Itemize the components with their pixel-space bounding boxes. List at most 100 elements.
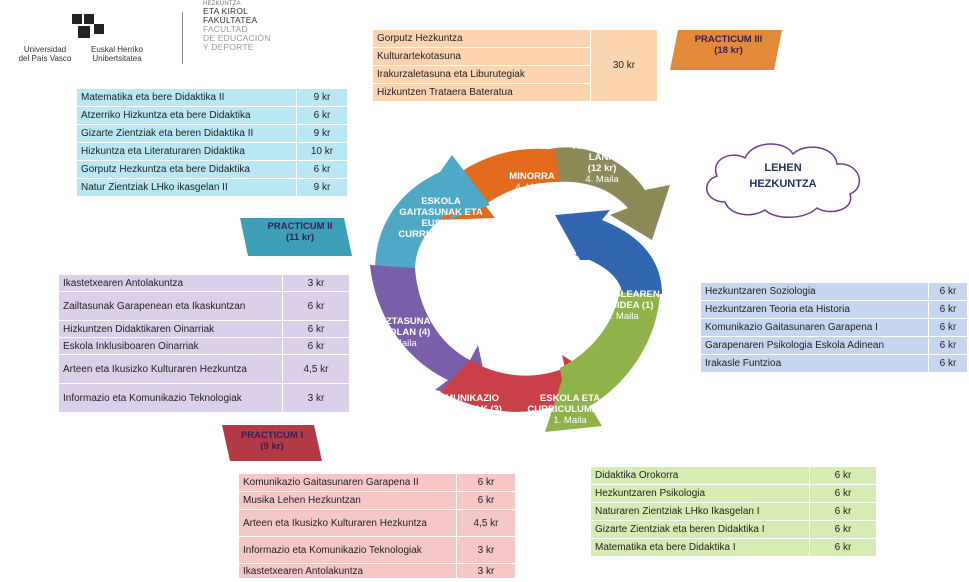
table-row: Arteen eta Ikusizko Kulturaren Hezkuntza… — [58, 354, 350, 384]
practicum-3-credits: (18 kr) — [714, 45, 743, 56]
practicum-1-label: PRACTICUM I (9 kr) — [226, 430, 318, 452]
faculty-eu-line0: HEZKUNTZA — [203, 1, 241, 7]
table-row: Gorputz Hezkuntza 30 kr — [372, 29, 658, 102]
course-name: Irakurzaletasuna eta Liburutegiak — [372, 65, 591, 84]
course-name: Didaktika Orokorra — [590, 466, 810, 485]
gaitasunak-l2: GAITASUNAK ETA — [399, 207, 483, 218]
course-credits: 30 kr — [590, 29, 658, 102]
course-name: Arteen eta Ikusizko Kulturaren Hezkuntza — [238, 509, 457, 537]
label-gaitasunak: ESKOLA GAITASUNAK ETA EUSKAL CURRICULUMA… — [396, 196, 486, 251]
course-name: Gorputz Hezkuntza — [372, 29, 591, 48]
logo-left-line1: Universidad — [23, 45, 67, 54]
gradu-l3: (12 kr) — [587, 163, 617, 174]
course-name: Ikastetxearen Antolakuntza — [58, 274, 283, 292]
faculty-eu-line2: FAKULTATEA — [203, 15, 258, 25]
minorra-l1: MINORRA — [509, 171, 555, 182]
course-credits: 6 kr — [809, 466, 877, 485]
label-eskola: ESKOLA ETA CURRICULUMA (2) 1. Maila — [525, 393, 615, 426]
irakaslearen-l2: LANBIDEA (1) — [590, 300, 654, 311]
course-name: Matematika eta bere Didaktika II — [76, 88, 297, 107]
practicum-2-credits: (11 kr) — [286, 232, 314, 243]
table-row: Arteen eta Ikusizko Kulturaren Hezkuntza… — [238, 509, 516, 537]
course-credits: 6 kr — [809, 502, 877, 521]
practicum-3-shape — [670, 30, 782, 70]
course-credits: 6 kr — [456, 473, 516, 492]
eskola-sub: 1. Maila — [553, 415, 587, 426]
cloud-line2: HEZKUNTZA — [749, 178, 817, 190]
gaitasunak-sub: 3. Maila — [424, 240, 458, 251]
course-name: Komunikazio Gaitasunaren Garapena I — [700, 318, 929, 337]
label-irakaslearen: IRAKASLEAREN LANBIDEA (1) 1. Maila — [577, 289, 667, 322]
university-emblem-icon — [72, 14, 104, 38]
course-name: Eskola Inklusiboaren Oinarriak — [58, 337, 283, 355]
practicum-2-title: PRACTICUM II — [267, 221, 333, 232]
komunikazio-l1: KOMUNIKAZIO — [430, 393, 500, 404]
course-credits: 6 kr — [809, 484, 877, 503]
practicum-3-label: PRACTICUM III (18 kr) — [676, 34, 781, 56]
course-credits: 6 kr — [282, 291, 350, 321]
practicum-3-title: PRACTICUM III — [694, 34, 763, 45]
aniztasuna-l2: ESKOLAN (4) — [369, 327, 431, 338]
faculty-eu-line1: ETA KIROL — [203, 6, 249, 16]
course-name: Matematika eta bere Didaktika I — [590, 538, 810, 557]
faculty-name: HEZKUNTZA ETA KIROL FAKULTATEA FACULTAD … — [203, 1, 271, 52]
university-logo: Universidad del País Vasco Euskal Herrik… — [10, 8, 185, 68]
aniztasuna-sub: 2. Maila — [383, 338, 417, 349]
course-name: Garapenaren Psikologia Eskola Adinean — [700, 336, 929, 355]
course-name: Hizkuntza eta Literaturaren Didaktika — [76, 142, 297, 161]
course-name: Komunikazio Gaitasunaren Garapena II — [238, 473, 457, 492]
course-name: Naturaren Zientziak LHko Ikasgelan I — [590, 502, 810, 521]
table-orange: Gorputz Hezkuntza 30 kr Kulturartekotasu… — [372, 29, 658, 102]
practicum-2-shape — [240, 218, 352, 256]
course-name: Hezkuntzaren Psikologia — [590, 484, 810, 503]
course-credits: 6 kr — [282, 337, 350, 355]
irakaslearen-l1: IRAKASLEAREN — [584, 289, 660, 300]
course-credits: 6 kr — [809, 520, 877, 539]
faculty-es-line3: Y DEPORTE — [203, 42, 254, 52]
course-credits: 6 kr — [928, 282, 968, 301]
course-credits: 6 kr — [809, 538, 877, 557]
course-name: Atzerriko Hizkuntza eta bere Didaktika — [76, 106, 297, 125]
course-credits: 6 kr — [282, 320, 350, 338]
course-name: Gizarte Zientziak eta beren Didaktika II — [76, 124, 297, 143]
course-credits: 6 kr — [928, 300, 968, 319]
course-name: Irakasle Funtzioa — [700, 354, 929, 373]
minorra-sub: 4. Maila — [515, 182, 549, 193]
gradu-sub: 4. Maila — [585, 174, 619, 185]
course-credits: 4,5 kr — [282, 354, 350, 384]
logo-left-line2: del País Vasco — [18, 54, 72, 63]
practicum-2-label: PRACTICUM II (11 kr) — [250, 221, 350, 243]
cycle-diagram — [370, 147, 670, 432]
logo-right-line1: Euskal Herriko — [90, 45, 143, 54]
course-name: Hezkuntzaren Teoria eta Historia — [700, 300, 929, 319]
arrow-eskola — [545, 290, 660, 432]
course-credits: 9 kr — [296, 88, 348, 107]
faculty-es-line2: DE EDUCACIÓN — [203, 33, 271, 43]
course-credits: 9 kr — [296, 178, 348, 197]
course-credits: 6 kr — [456, 491, 516, 510]
course-credits: 6 kr — [928, 318, 968, 337]
course-credits: 3 kr — [282, 274, 350, 292]
practicum-1-title: PRACTICUM I — [240, 430, 304, 441]
course-name: Arteen eta Ikusizko Kulturaren Hezkuntza — [58, 354, 283, 384]
course-name: Gizarte Zientziak eta beren Didaktika I — [590, 520, 810, 539]
course-credits: 3 kr — [456, 563, 516, 579]
